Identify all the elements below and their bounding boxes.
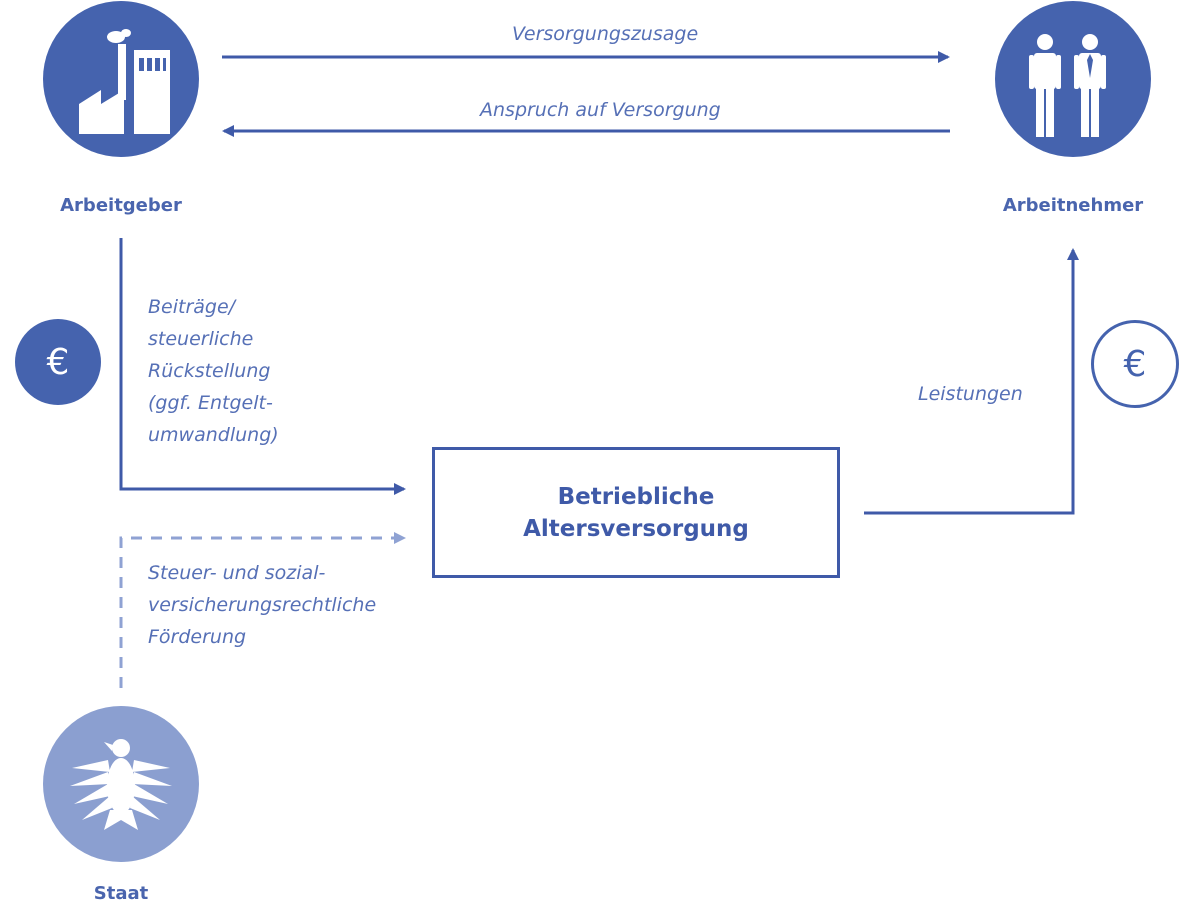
people-icon <box>995 1 1151 157</box>
benefits-arrow <box>864 248 1079 515</box>
contributions-line: Beiträge/ <box>148 296 236 318</box>
employer-label: Arbeitgeber <box>60 195 182 216</box>
employee-label: Arbeitnehmer <box>1002 195 1144 216</box>
subsidy-line: Förderung <box>148 626 247 648</box>
subsidy-line: versicherungsrechtliche <box>148 594 377 616</box>
state-label: Staat <box>93 883 149 904</box>
euro-filled-icon: € <box>15 319 101 405</box>
contributions-label: Beiträge/ steuerliche Rückstellung (ggf.… <box>148 291 279 451</box>
benefits-label: Leistungen <box>918 383 1023 405</box>
contributions-line: (ggf. Entgelt- <box>148 392 273 414</box>
contributions-arrow <box>119 238 406 495</box>
center-box: Betriebliche Altersversorgung <box>432 447 840 578</box>
promise-label: Versorgungszusage <box>512 23 699 45</box>
contributions-line: steuerliche <box>148 328 254 350</box>
subsidy-line: Steuer- und sozial- <box>148 562 326 584</box>
claim-label: Anspruch auf Versorgung <box>480 99 721 121</box>
subsidy-label: Steuer- und sozial- versicherungsrechtli… <box>148 557 376 653</box>
subsidy-arrow <box>119 532 406 688</box>
federal-eagle-icon <box>43 706 199 862</box>
euro-outline-icon: € <box>1091 320 1179 408</box>
center-title-line1: Betriebliche <box>557 483 715 510</box>
center-title-line2: Altersversorgung <box>523 515 749 542</box>
contributions-line: Rückstellung <box>148 360 271 382</box>
contributions-line: umwandlung) <box>148 424 279 446</box>
factory-icon <box>43 1 199 157</box>
